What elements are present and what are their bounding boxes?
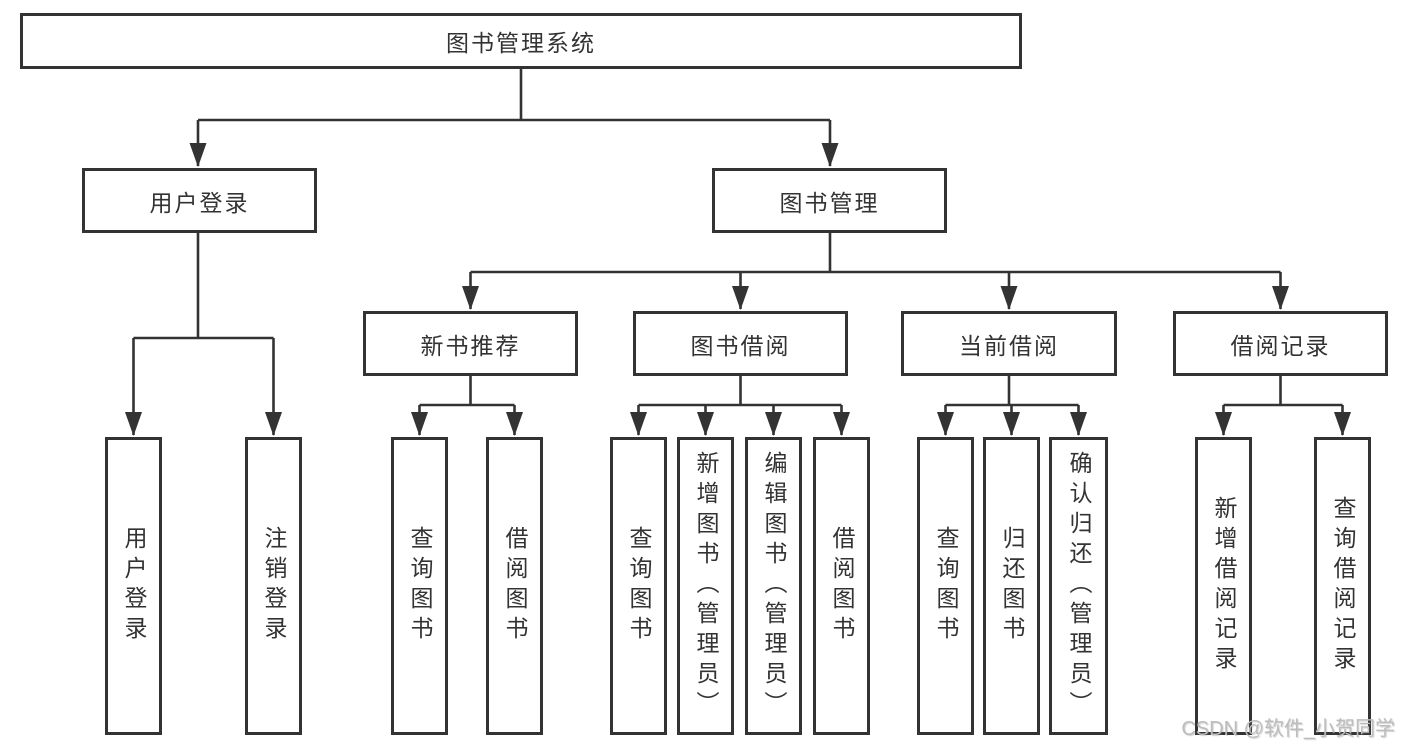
node-label: 图书管理 — [779, 189, 880, 216]
node-current-borrowing: 当前借阅 — [901, 311, 1117, 376]
node-label: 查询图书 — [626, 526, 652, 646]
node-new-book-recommendation: 新书推荐 — [363, 311, 578, 376]
leaf-borrow-books: 借阅图书 — [486, 437, 543, 735]
node-label: 借阅图书 — [829, 526, 855, 646]
leaf-add-borrow-record: 新增借阅记录 — [1195, 437, 1252, 735]
node-library-management-system: 图书管理系统 — [20, 13, 1022, 69]
node-borrowing-records: 借阅记录 — [1173, 311, 1388, 376]
node-label: 注销登录 — [261, 526, 287, 646]
node-label: 编辑图书（管理员） — [761, 451, 787, 721]
leaf-borrow-books: 借阅图书 — [813, 437, 870, 735]
node-label: 查询图书 — [933, 526, 959, 646]
node-user-login: 用户登录 — [82, 168, 317, 233]
leaf-return-books: 归还图书 — [983, 437, 1040, 735]
node-label: 新增借阅记录 — [1211, 496, 1237, 676]
node-book-management: 图书管理 — [712, 168, 947, 233]
leaf-query-books: 查询图书 — [610, 437, 667, 735]
leaf-add-books-admin: 新增图书（管理员） — [677, 437, 734, 735]
leaf-user-login: 用户登录 — [105, 437, 162, 735]
node-label: 用户登录 — [121, 526, 147, 646]
leaf-query-books: 查询图书 — [391, 437, 448, 735]
node-label: 查询借阅记录 — [1330, 496, 1356, 676]
node-label: 图书管理系统 — [446, 30, 596, 56]
node-label: 新书推荐 — [420, 332, 521, 359]
leaf-logout: 注销登录 — [245, 437, 302, 735]
node-label: 确认归还（管理员） — [1066, 451, 1092, 721]
leaf-edit-books-admin: 编辑图书（管理员） — [745, 437, 802, 735]
node-label: 图书借阅 — [690, 332, 791, 359]
node-label: 借阅图书 — [502, 526, 528, 646]
node-label: 查询图书 — [407, 526, 433, 646]
csdn-watermark: CSDN @软件_小贺同学 — [1181, 718, 1395, 740]
node-label: 归还图书 — [999, 526, 1025, 646]
node-label: 用户登录 — [149, 189, 250, 216]
leaf-query-borrow-record: 查询借阅记录 — [1314, 437, 1371, 735]
node-book-borrowing: 图书借阅 — [633, 311, 848, 376]
node-label: 借阅记录 — [1230, 332, 1331, 359]
leaf-query-books: 查询图书 — [917, 437, 974, 735]
leaf-confirm-return-admin: 确认归还（管理员） — [1049, 437, 1108, 735]
node-label: 新增图书（管理员） — [693, 451, 719, 721]
node-label: 当前借阅 — [959, 332, 1059, 359]
